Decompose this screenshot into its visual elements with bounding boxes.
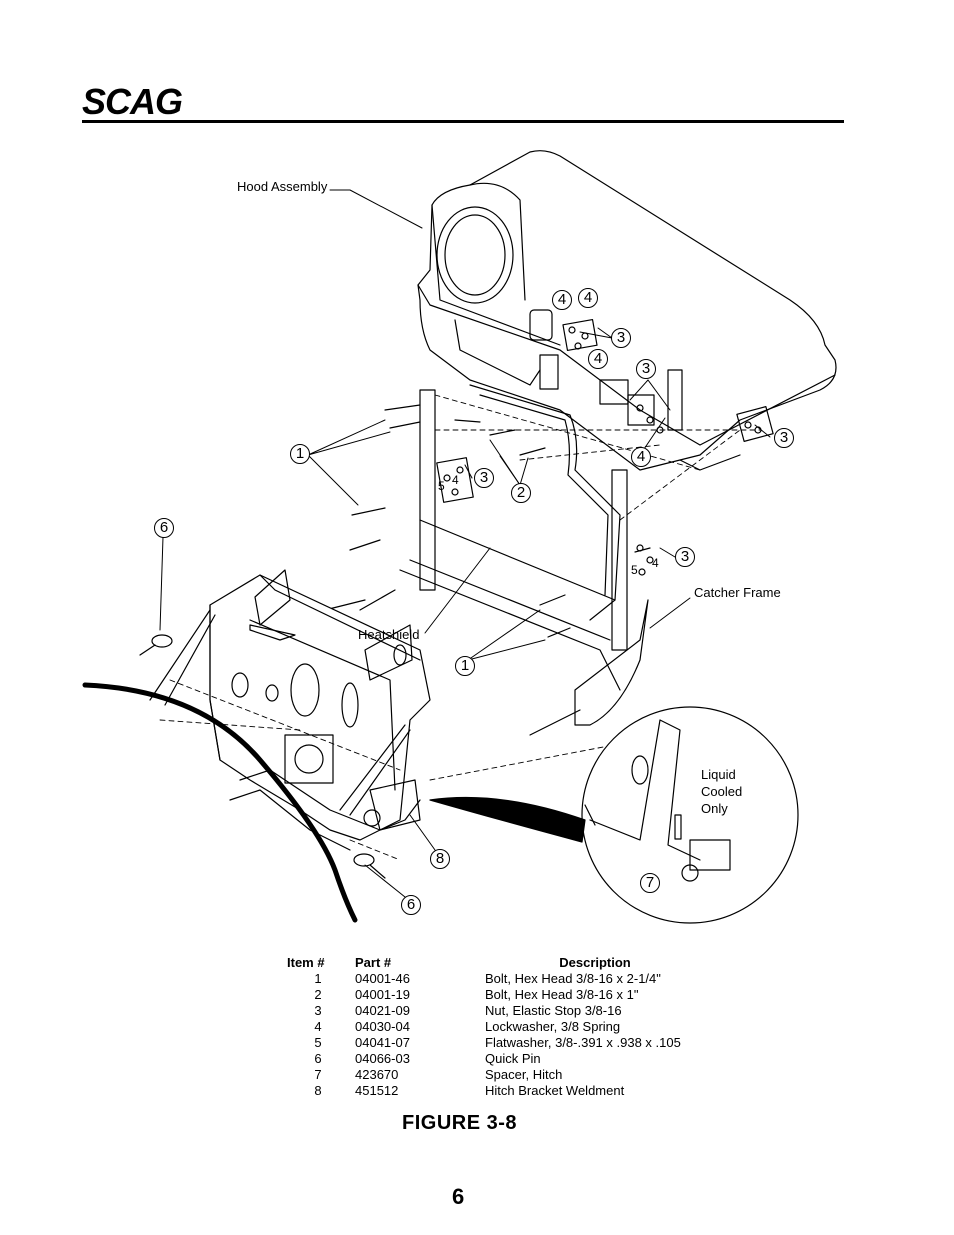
heatshield-label: Heatshield: [358, 627, 420, 642]
callout-item-5: 5: [631, 563, 638, 577]
item-number: 7: [314, 1066, 322, 1082]
table-row: 7 423670 Spacer, Hitch: [287, 1066, 705, 1082]
callout-item-8: 8: [430, 849, 450, 869]
page-number: 6: [452, 1184, 465, 1209]
part-number: 04041-07: [355, 1034, 410, 1050]
scag-logo: SCAG: [82, 84, 183, 118]
part-column-header: Part #: [355, 954, 392, 970]
part-description: Nut, Elastic Stop 3/8-16: [485, 1002, 622, 1018]
liquid-cooled-label-line3: Only: [701, 801, 728, 816]
part-description: Hitch Bracket Weldment: [485, 1082, 625, 1098]
table-row: 1 04001-46 Bolt, Hex Head 3/8-16 x 2-1/4…: [287, 970, 705, 986]
part-number: 04030-04: [355, 1018, 410, 1034]
part-description: Lockwasher, 3/8 Spring: [485, 1018, 621, 1034]
callout-item-3: 3: [474, 468, 494, 488]
part-description: Spacer, Hitch: [485, 1066, 563, 1082]
table-row: 6 04066-03 Quick Pin: [287, 1050, 705, 1066]
callout-item-4: 4: [578, 288, 598, 308]
callout-item-1: 1: [290, 444, 310, 464]
description-column-header: Description: [559, 954, 631, 970]
bolts-drawing: [349, 404, 651, 638]
exploded-assembly-diagram: [82, 150, 837, 924]
callout-item-4: 4: [452, 473, 459, 487]
svg-text:SCAG: SCAG: [82, 84, 182, 118]
header-rule: [82, 120, 844, 123]
callout-item-3: 3: [636, 359, 656, 379]
item-number: 3: [314, 1002, 322, 1018]
part-description: Quick Pin: [485, 1050, 541, 1066]
part-number: 04021-09: [355, 1002, 410, 1018]
parts-table-header-row: Item # Part # Description: [287, 954, 705, 970]
catcher-frame-drawing: [324, 384, 654, 736]
item-number: 1: [314, 970, 322, 986]
item-number: 2: [314, 986, 322, 1002]
callout-item-6: 6: [401, 895, 421, 915]
hood-assembly-drawing: [417, 150, 837, 471]
part-description: Flatwasher, 3/8-.391 x .938 x .105: [485, 1034, 681, 1050]
callout-item-4: 4: [652, 556, 659, 570]
callout-item-4: 4: [552, 290, 572, 310]
liquid-cooled-label-line2: Cooled: [701, 784, 743, 799]
callout-item-5: 5: [438, 479, 445, 493]
table-row: 8 451512 Hitch Bracket Weldment: [287, 1082, 705, 1098]
item-number: 8: [314, 1082, 322, 1098]
callout-item-1: 1: [455, 656, 475, 676]
callout-item-3: 3: [774, 428, 794, 448]
item-number: 4: [314, 1018, 322, 1034]
figure-title: FIGURE 3-8: [402, 1112, 518, 1134]
liquid-cooled-detail-drawing: [581, 706, 799, 924]
parts-table: Item # Part # Description 1 04001-46 Bol…: [287, 954, 705, 1098]
hood-assembly-label: Hood Assembly: [237, 179, 328, 194]
part-number: 423670: [355, 1066, 399, 1082]
callout-item-6: 6: [154, 518, 174, 538]
leader-lines: [159, 189, 771, 898]
callout-item-4: 4: [631, 447, 651, 467]
table-row: 5 04041-07 Flatwasher, 3/8-.391 x .938 x…: [287, 1034, 705, 1050]
item-number: 5: [314, 1034, 322, 1050]
part-number: 04001-19: [355, 986, 410, 1002]
part-number: 04001-46: [355, 970, 410, 986]
part-description: Bolt, Hex Head 3/8-16 x 1": [485, 986, 639, 1002]
part-number: 451512: [355, 1082, 399, 1098]
item-column-header: Item #: [287, 954, 325, 970]
part-number: 04066-03: [355, 1050, 410, 1066]
mower-frame-drawing: [149, 569, 431, 851]
callout-item-4: 4: [588, 349, 608, 369]
catcher-frame-label: Catcher Frame: [694, 585, 781, 600]
liquid-cooled-label-line1: Liquid: [701, 767, 736, 782]
callout-item-7: 7: [640, 873, 660, 893]
item-number: 6: [314, 1050, 322, 1066]
quick-pins-drawing: [139, 634, 386, 879]
callout-item-3: 3: [611, 328, 631, 348]
table-row: 3 04021-09 Nut, Elastic Stop 3/8-16: [287, 1002, 705, 1018]
table-row: 4 04030-04 Lockwasher, 3/8 Spring: [287, 1018, 705, 1034]
callout-item-2: 2: [511, 483, 531, 503]
part-description: Bolt, Hex Head 3/8-16 x 2-1/4": [485, 970, 661, 986]
hood-brackets-drawing: [529, 309, 774, 443]
callout-item-3: 3: [675, 547, 695, 567]
table-row: 2 04001-19 Bolt, Hex Head 3/8-16 x 1": [287, 986, 705, 1002]
